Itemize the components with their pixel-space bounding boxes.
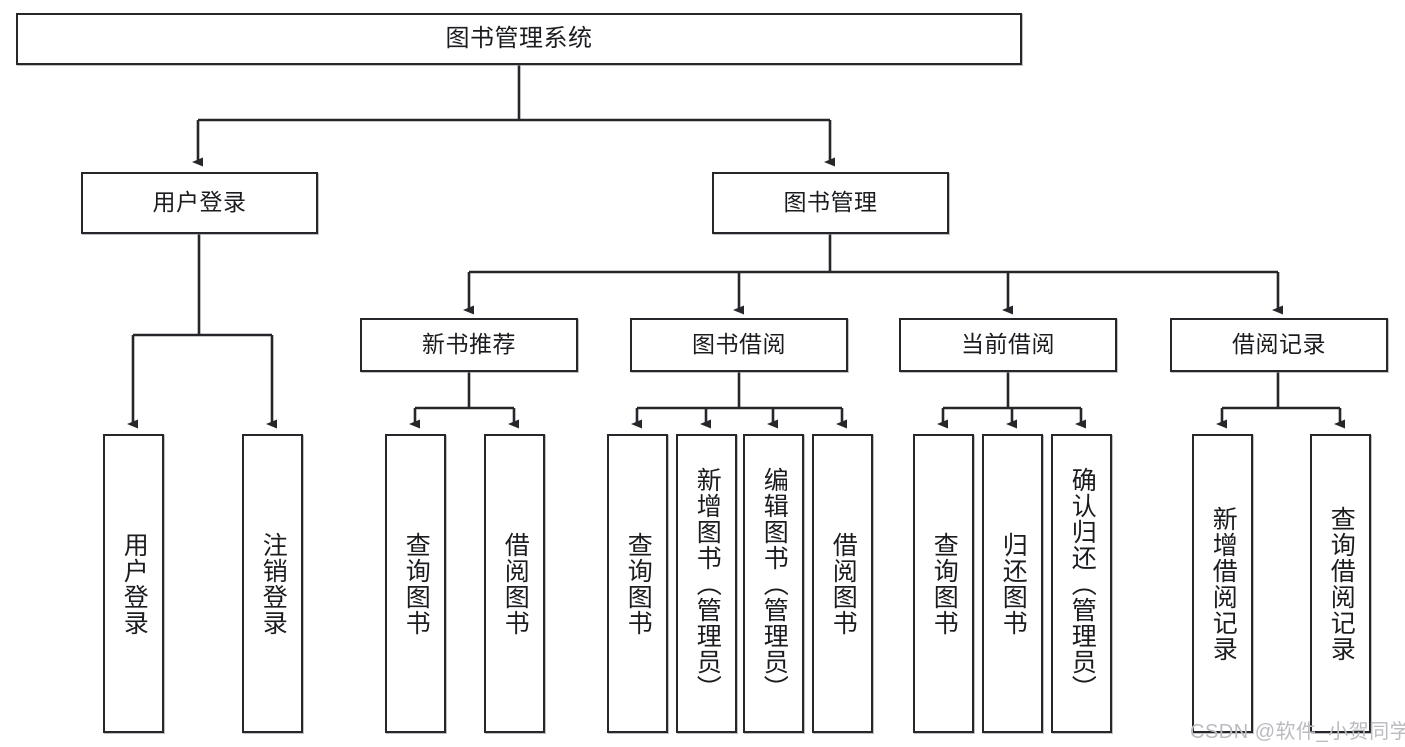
node-leaf-borrow-book-2-label: 借阅图书 <box>829 531 858 636</box>
node-user-login[interactable]: 用户登录 <box>81 172 318 234</box>
node-leaf-user-login[interactable]: 用户登录 <box>103 434 164 733</box>
node-book-manage-label: 图书管理 <box>783 189 878 216</box>
node-leaf-query-book-2[interactable]: 查询图书 <box>607 434 668 733</box>
node-new-book-recommend-label: 新书推荐 <box>422 331 516 358</box>
node-leaf-return-book-label: 归还图书 <box>999 531 1028 636</box>
node-book-borrow[interactable]: 图书借阅 <box>630 318 848 372</box>
node-leaf-add-borrow-record-label: 新增借阅记录 <box>1209 505 1238 662</box>
node-new-book-recommend[interactable]: 新书推荐 <box>360 318 578 372</box>
node-leaf-query-borrow-record[interactable]: 查询借阅记录 <box>1310 434 1371 733</box>
node-leaf-user-login-label: 用户登录 <box>120 531 149 636</box>
node-leaf-add-borrow-record[interactable]: 新增借阅记录 <box>1192 434 1253 733</box>
node-current-borrow-label: 当前借阅 <box>961 331 1055 358</box>
node-leaf-logout-label: 注销登录 <box>259 531 288 636</box>
node-leaf-borrow-book-2[interactable]: 借阅图书 <box>812 434 873 733</box>
node-leaf-borrow-book-1-label: 借阅图书 <box>501 531 530 636</box>
node-leaf-query-book-1-label: 查询图书 <box>402 531 431 636</box>
node-leaf-query-book-2-label: 查询图书 <box>624 531 653 636</box>
node-leaf-edit-book-admin-label: 编辑图书（管理员） <box>760 466 789 701</box>
node-leaf-query-borrow-record-label: 查询借阅记录 <box>1327 505 1356 662</box>
node-leaf-logout[interactable]: 注销登录 <box>242 434 303 733</box>
node-leaf-add-book-admin[interactable]: 新增图书（管理员） <box>676 434 737 733</box>
node-root-system-label: 图书管理系统 <box>445 24 593 52</box>
node-book-borrow-label: 图书借阅 <box>692 331 786 358</box>
node-leaf-add-book-admin-label: 新增图书（管理员） <box>693 466 722 701</box>
node-user-login-label: 用户登录 <box>152 189 247 216</box>
node-leaf-query-book-3[interactable]: 查询图书 <box>913 434 974 733</box>
node-leaf-return-book[interactable]: 归还图书 <box>982 434 1043 733</box>
node-root-system[interactable]: 图书管理系统 <box>16 13 1022 65</box>
node-leaf-confirm-return-admin-label: 确认归还（管理员） <box>1068 466 1097 701</box>
node-borrow-record-label: 借阅记录 <box>1232 331 1326 358</box>
node-leaf-edit-book-admin[interactable]: 编辑图书（管理员） <box>743 434 804 733</box>
node-borrow-record[interactable]: 借阅记录 <box>1170 318 1388 372</box>
csdn-watermark: CSDN @软件_小贺同学 <box>1190 721 1405 743</box>
node-leaf-confirm-return-admin[interactable]: 确认归还（管理员） <box>1051 434 1112 733</box>
node-current-borrow[interactable]: 当前借阅 <box>899 318 1117 372</box>
node-book-manage[interactable]: 图书管理 <box>712 172 949 234</box>
node-leaf-borrow-book-1[interactable]: 借阅图书 <box>484 434 545 733</box>
node-leaf-query-book-1[interactable]: 查询图书 <box>385 434 446 733</box>
node-leaf-query-book-3-label: 查询图书 <box>930 531 959 636</box>
